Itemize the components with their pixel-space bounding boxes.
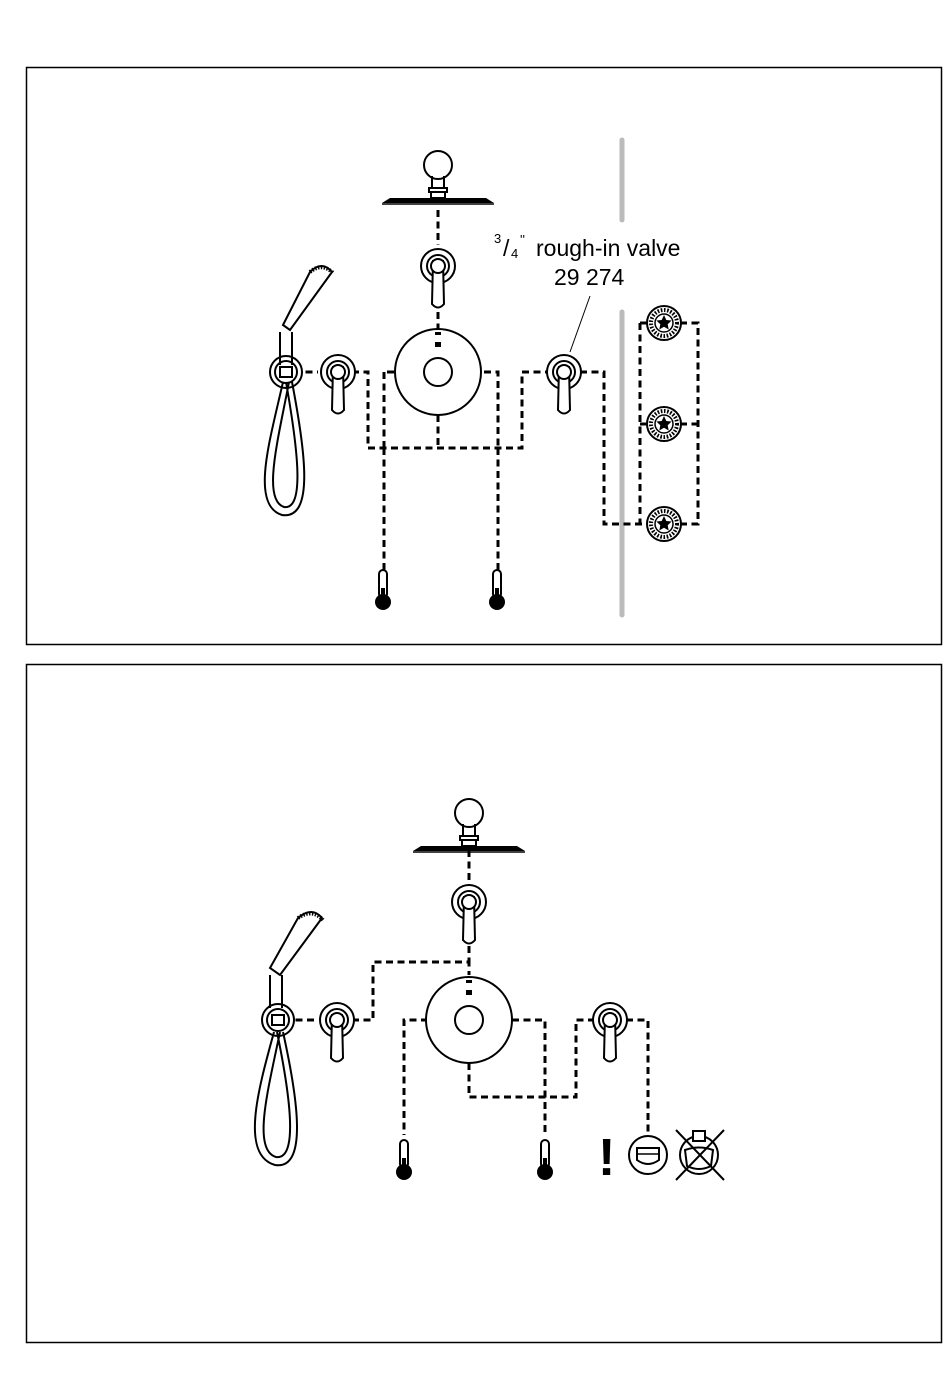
rain-showerhead-icon: [382, 151, 494, 204]
body-spray-jet-icon: [647, 407, 681, 441]
top-panel-frame: [27, 68, 942, 645]
warning-exclamation-icon: !: [598, 1129, 615, 1187]
body-spray-jet-icon: [647, 507, 681, 541]
hot-water-supply-icon: [375, 570, 391, 610]
thermostat-trim-icon: [395, 329, 481, 415]
fraction-denominator: 4: [511, 246, 518, 261]
hand-shower-holder-icon: [262, 1004, 294, 1036]
bodyspray-diverter-valve-icon: [547, 355, 581, 414]
showerhead-diverter-valve-icon: [452, 885, 486, 944]
hand-shower-icon: [255, 912, 323, 1165]
part-number: 29 274: [554, 264, 625, 290]
hot-water-supply-icon: [396, 1140, 412, 1180]
handshower-diverter-valve-icon: [321, 355, 355, 414]
fraction-numerator: 3: [494, 231, 501, 246]
cold-water-supply-icon: [537, 1140, 553, 1180]
cold-water-supply-icon: [489, 570, 505, 610]
callout-leader-line: [570, 296, 590, 352]
pipework-top: [294, 210, 698, 570]
no-toilet-icon: [676, 1130, 724, 1180]
fraction-slash: /: [503, 235, 510, 261]
callout-label: 3 / 4 '' rough-in valve 29 274: [494, 231, 680, 290]
callout-text: rough-in valve: [536, 235, 680, 261]
bath-spout-icon: [629, 1136, 667, 1174]
hand-shower-icon: [265, 266, 333, 515]
rain-showerhead-icon: [413, 799, 525, 852]
inch-mark: '': [520, 232, 525, 247]
thermostat-trim-icon: [426, 977, 512, 1063]
handshower-diverter-valve-icon: [320, 1003, 354, 1062]
tub-spout-diverter-valve-icon: [593, 1003, 627, 1062]
body-spray-jet-icon: [647, 306, 681, 340]
showerhead-diverter-valve-icon: [421, 249, 455, 308]
